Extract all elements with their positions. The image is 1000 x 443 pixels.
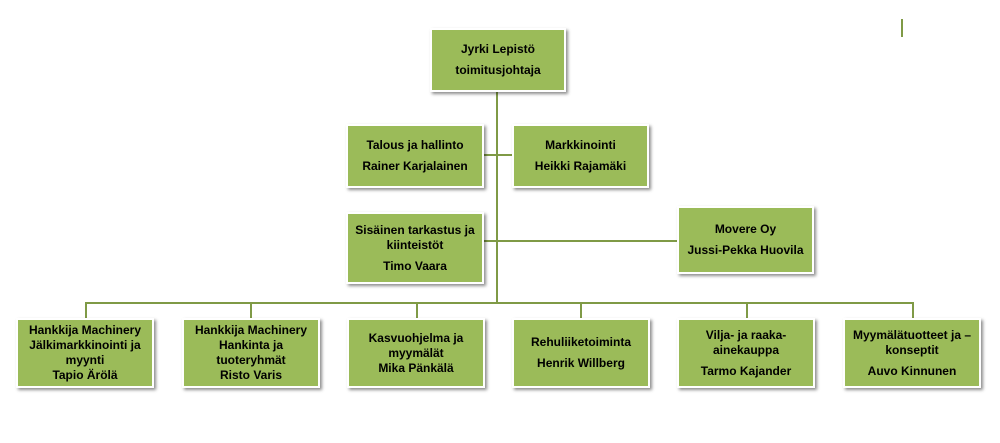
connector-unit-4	[580, 302, 582, 318]
movere-box: Movere Oy Jussi-Pekka Huovila	[677, 206, 814, 274]
unit-box-1: Hankkija Machinery Jälkimarkkinointi ja …	[16, 318, 154, 388]
unit-1-line-3: myynti	[65, 353, 105, 367]
unit-6-line-1: Myymälätuotteet ja –	[852, 327, 972, 342]
unit-5-person: Tarmo Kajander	[700, 363, 792, 378]
connector-unit-5	[746, 302, 748, 318]
unit-3-person: Mika Pänkälä	[378, 360, 454, 375]
movere-unit: Movere Oy	[714, 222, 777, 236]
ceo-box: Jyrki Lepistö toimitusjohtaja	[430, 28, 566, 92]
unit-box-5: Vilja- ja raaka-ainekauppa Tarmo Kajande…	[677, 318, 815, 388]
unit-2-line-1: Hankkija Machinery	[194, 323, 308, 337]
unit-1-line-1: Hankkija Machinery	[28, 323, 142, 337]
connector-tarkastus	[484, 240, 498, 242]
talous-box: Talous ja hallinto Rainer Karjalainen	[346, 124, 484, 188]
unit-box-6: Myymälätuotteet ja – konseptit Auvo Kinn…	[843, 318, 981, 388]
unit-4-person: Henrik Willberg	[537, 356, 625, 370]
connector-talous	[484, 154, 498, 156]
unit-box-3: Kasvuohjelma ja myymälät Mika Pänkälä	[347, 318, 485, 388]
unit-6-line-2: konseptit	[885, 342, 939, 357]
unit-3-line-1: Kasvuohjelma ja	[368, 330, 464, 345]
ceo-name: Jyrki Lepistö	[460, 42, 536, 56]
tarkastus-person: Timo Vaara	[383, 258, 447, 273]
connector-unit-6	[912, 302, 914, 318]
markkinointi-box: Markkinointi Heikki Rajamäki	[512, 124, 649, 188]
unit-6-person: Auvo Kinnunen	[867, 363, 957, 378]
connector-markkinointi	[497, 154, 513, 156]
unit-box-4: Rehuliiketoiminta Henrik Willberg	[512, 318, 650, 388]
unit-2-line-2: Hankinta ja tuoteryhmät	[216, 338, 286, 367]
markkinointi-person: Heikki Rajamäki	[534, 159, 627, 173]
connector-unit-1	[85, 302, 87, 318]
tarkastus-unit-line2: kiinteistöt	[386, 237, 444, 252]
unit-1-person: Tapio Ärölä	[52, 368, 118, 382]
unit-box-2: Hankkija Machinery Hankinta ja tuoteryhm…	[182, 318, 320, 388]
stray-mark	[901, 19, 903, 37]
connector-bus	[85, 302, 914, 304]
movere-person: Jussi-Pekka Huovila	[687, 243, 804, 257]
connector-movere	[497, 240, 679, 242]
connector-trunk	[496, 92, 498, 304]
unit-3-line-2: myymälät	[388, 345, 444, 360]
ceo-title: toimitusjohtaja	[455, 63, 541, 77]
connector-unit-3	[416, 302, 418, 318]
tarkastus-box: Sisäinen tarkastus ja kiinteistöt Timo V…	[346, 212, 484, 284]
talous-unit: Talous ja hallinto	[366, 138, 464, 152]
unit-1-line-2: Jälkimarkkinointi ja	[29, 338, 141, 352]
unit-2-person: Risto Varis	[219, 368, 283, 382]
talous-person: Rainer Karjalainen	[362, 159, 468, 173]
unit-5-line-1: Vilja- ja raaka-ainekauppa	[705, 327, 787, 357]
unit-4-line-1: Rehuliiketoiminta	[530, 335, 631, 349]
tarkastus-unit-line1: Sisäinen tarkastus ja	[355, 222, 475, 237]
connector-unit-2	[250, 302, 252, 318]
markkinointi-unit: Markkinointi	[545, 138, 616, 152]
